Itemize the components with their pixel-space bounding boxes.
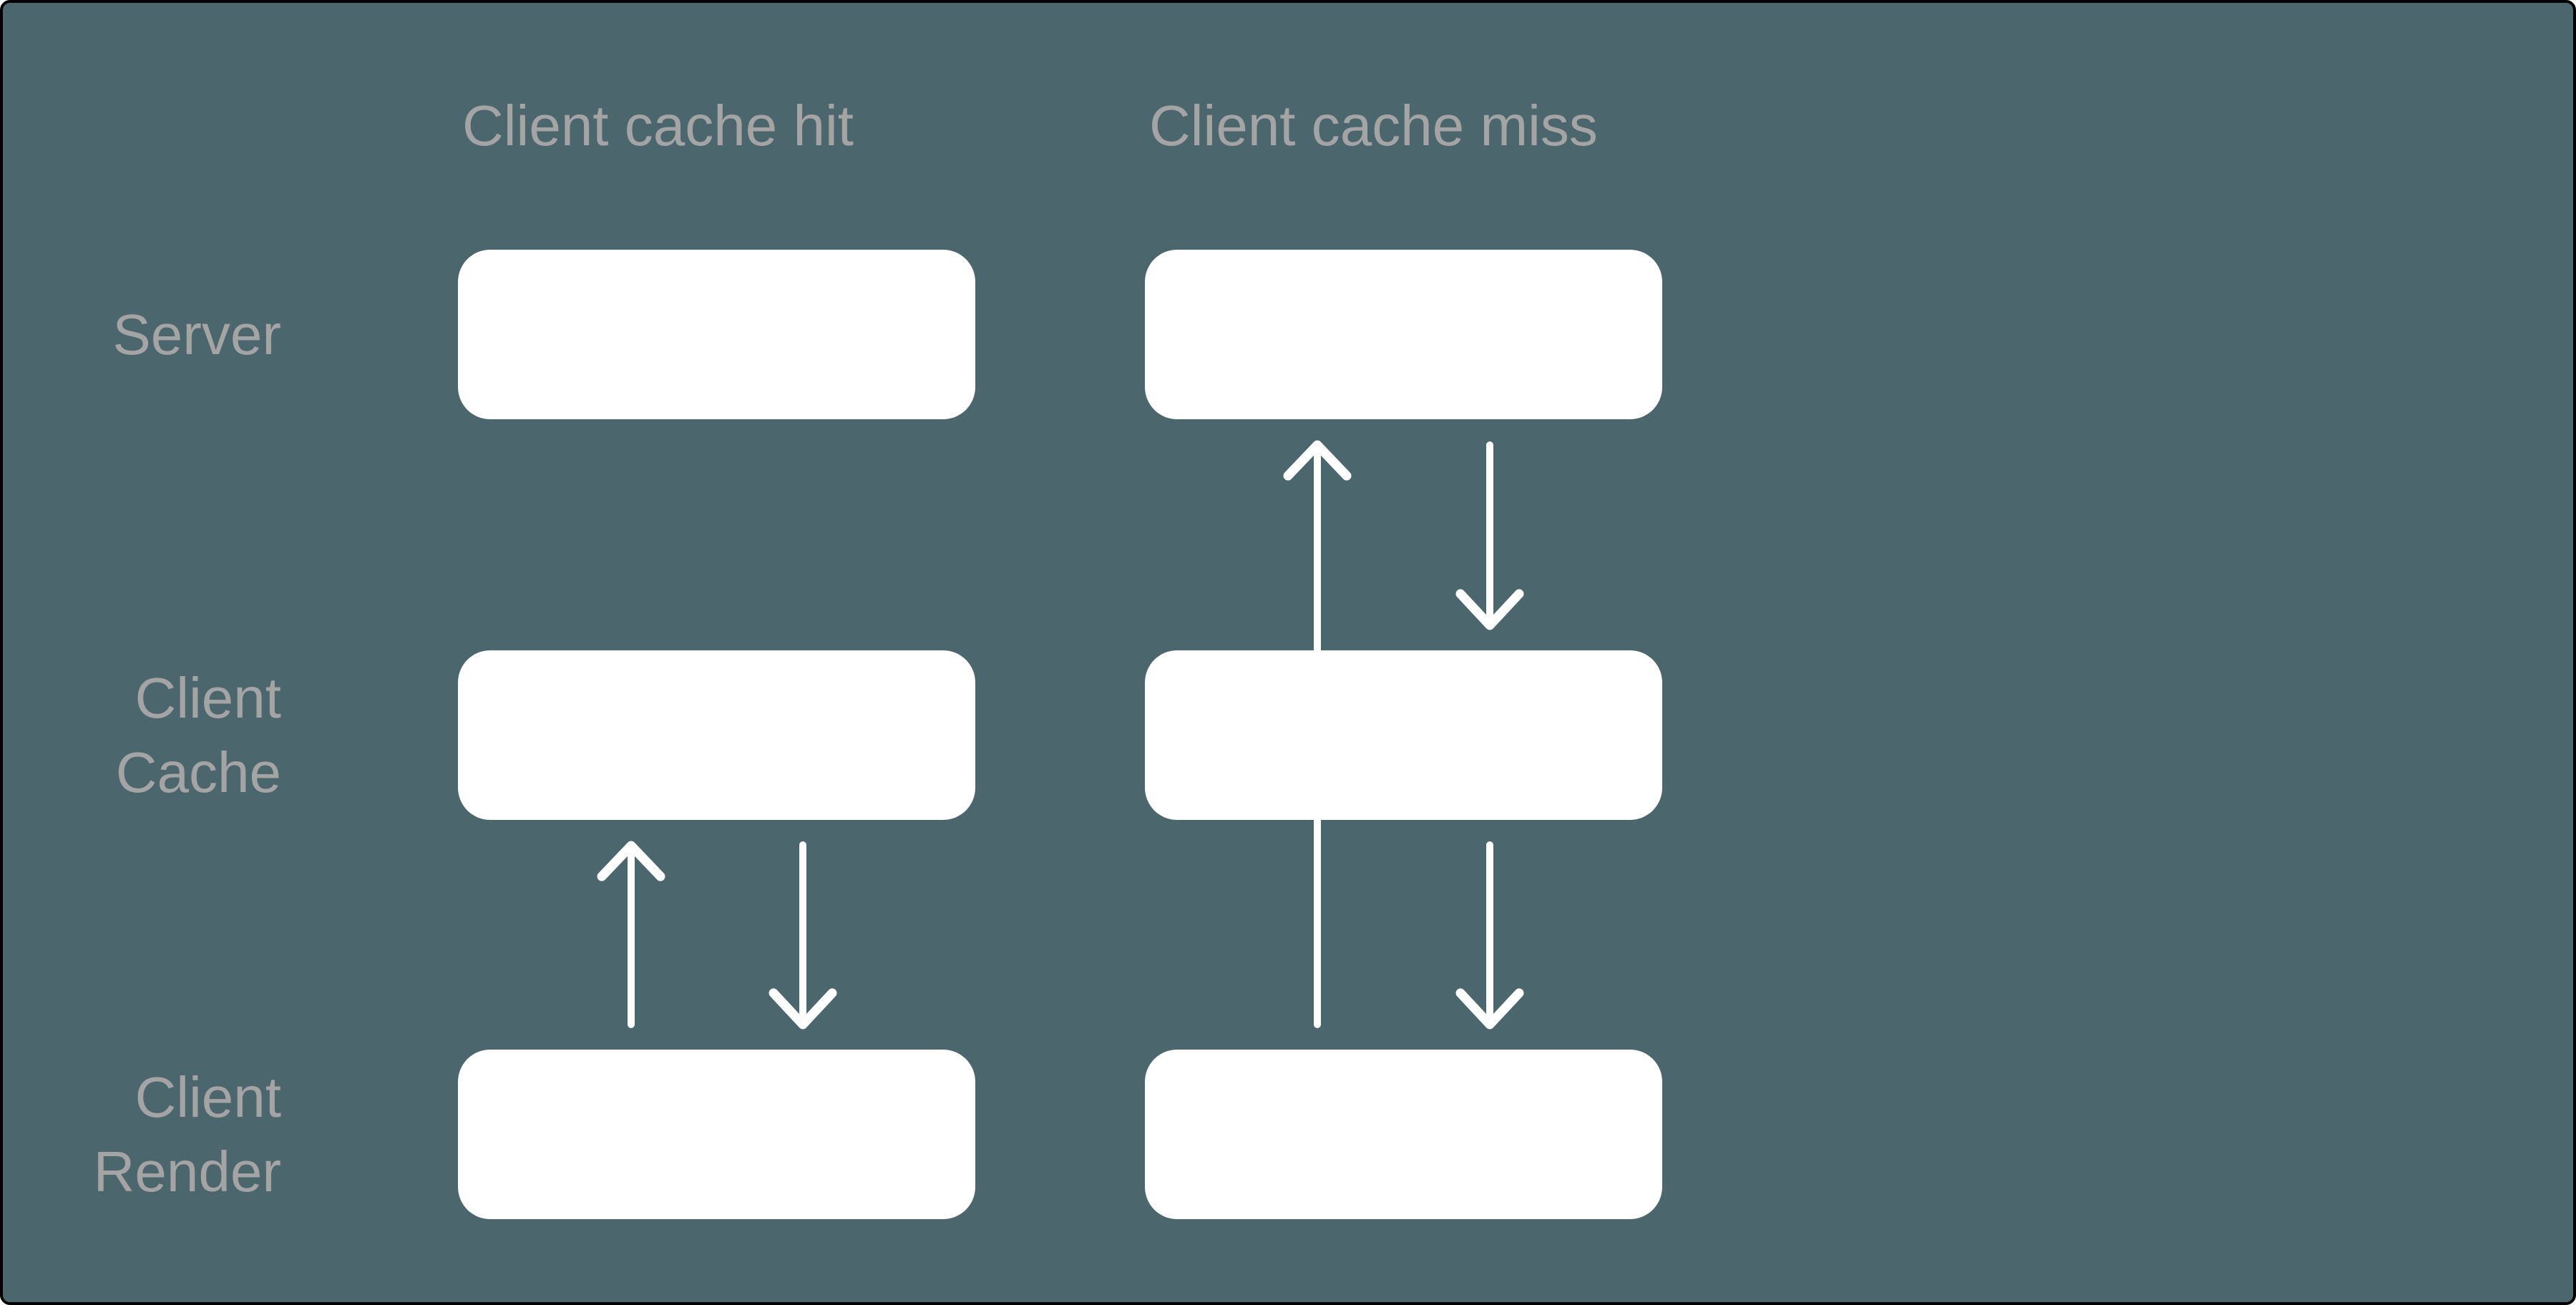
row-label-line: Cache (115, 741, 281, 804)
column-header-client-cache-hit: Client cache hit (462, 94, 854, 157)
row-label-line: Server (112, 303, 281, 366)
row-label-line: Client (135, 1065, 281, 1129)
arrow-layer (597, 440, 1524, 1030)
box-hit-server (458, 250, 975, 419)
row-label-server: Server (112, 298, 281, 372)
box-miss-client-render (1145, 1050, 1662, 1219)
arrow-up-icon (597, 841, 665, 1028)
row-label-line: Render (93, 1140, 281, 1203)
arrow-down-icon (1455, 441, 1524, 630)
row-label-line: Client (135, 666, 281, 730)
arrow-down-icon (769, 841, 837, 1030)
box-miss-client-cache (1145, 650, 1662, 820)
column-header-client-cache-miss: Client cache miss (1149, 94, 1598, 157)
box-hit-client-render (458, 1050, 975, 1219)
row-label-client-render: Client Render (94, 1060, 281, 1209)
arrow-down-icon (1455, 841, 1524, 1030)
box-miss-server (1145, 250, 1662, 419)
row-label-client-cache: Client Cache (116, 661, 281, 810)
box-hit-client-cache (458, 650, 975, 820)
